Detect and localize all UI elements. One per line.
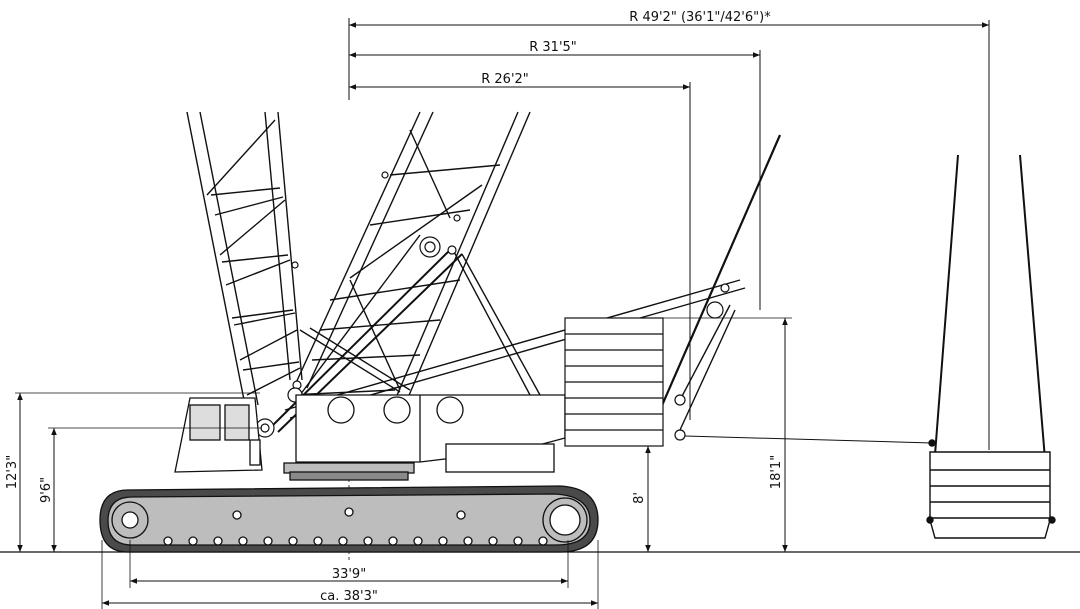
height-total-label: 12'3" bbox=[5, 455, 20, 489]
crawler-track bbox=[99, 485, 599, 553]
height-counterweight-bottom-label: 8' bbox=[632, 492, 647, 504]
length-dimensions: 33'9" ca. 38'3" bbox=[101, 540, 599, 609]
track-overall-length-label: ca. 38'3" bbox=[320, 589, 378, 604]
radius-dimensions: R 49'2" (36'1"/42'6")* R 31'5" R 26'2" bbox=[348, 10, 990, 450]
radius-mid-label: R 31'5" bbox=[529, 40, 577, 55]
height-dimensions-counterweight: 8' 18'1" bbox=[632, 317, 792, 552]
track-center-length-label: 33'9" bbox=[332, 567, 366, 582]
counterweight-stack bbox=[564, 317, 664, 447]
height-counterweight-top-label: 18'1" bbox=[769, 455, 784, 489]
height-cab-label: 9'6" bbox=[39, 477, 54, 503]
suspended-ballast bbox=[684, 154, 1056, 539]
radius-min-label: R 26'2" bbox=[481, 72, 529, 87]
height-dimensions-left: 12'3" 9'6" bbox=[5, 392, 262, 552]
boom-lattice bbox=[186, 111, 782, 433]
superstructure bbox=[174, 394, 566, 481]
radius-max-label: R 49'2" (36'1"/42'6")* bbox=[629, 10, 771, 25]
boom-pins bbox=[255, 171, 730, 441]
